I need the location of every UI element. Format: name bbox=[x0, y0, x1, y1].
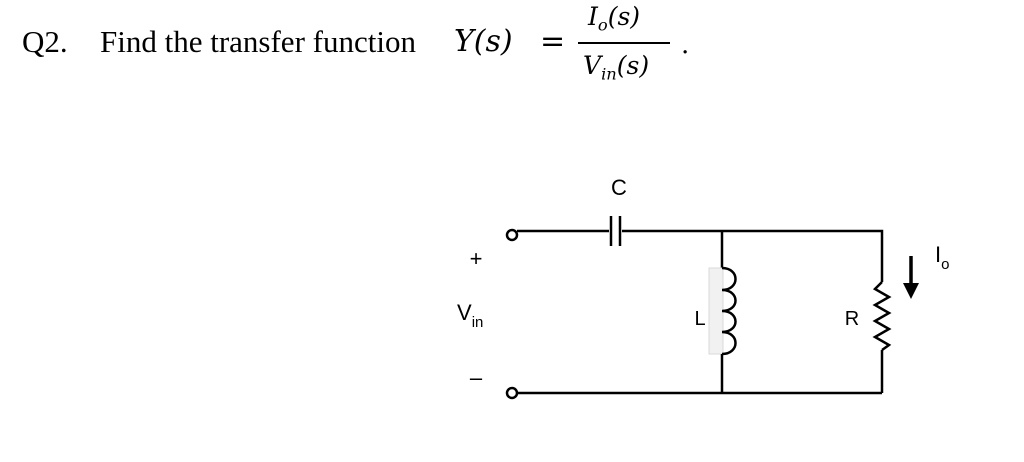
denominator-argument: (s) bbox=[616, 51, 650, 80]
fraction-bar bbox=[578, 42, 670, 44]
plus-sign: + bbox=[470, 246, 483, 271]
input-terminal-bottom bbox=[505, 386, 519, 400]
transfer-function-symbol: Y(s) bbox=[454, 24, 513, 59]
io-subscript: o bbox=[941, 256, 949, 273]
resistor-label: R bbox=[845, 308, 859, 330]
numerator-argument: (s) bbox=[607, 2, 641, 31]
fraction-numerator: Io(s) bbox=[588, 2, 640, 35]
numerator-symbol: I bbox=[588, 2, 598, 31]
sentence-period: . bbox=[681, 30, 690, 60]
io-label: Io bbox=[935, 242, 949, 273]
fraction-denominator: Vin(s) bbox=[583, 51, 649, 84]
resistor-zigzag bbox=[872, 281, 892, 352]
denominator-symbol: V bbox=[583, 51, 602, 80]
wire-top-rail bbox=[622, 229, 884, 282]
inductor-coil bbox=[721, 266, 737, 356]
inductor-core bbox=[708, 267, 724, 355]
denominator-subscript: in bbox=[601, 64, 617, 84]
numerator-subscript: o bbox=[597, 15, 608, 35]
vin-main: V bbox=[457, 300, 472, 325]
current-arrow-head bbox=[903, 283, 919, 299]
input-terminal-top bbox=[505, 228, 519, 242]
vin-subscript: in bbox=[472, 314, 484, 331]
io-main: I bbox=[935, 242, 941, 267]
capacitor-label: C bbox=[611, 175, 627, 200]
question-text: Find the transfer function bbox=[100, 24, 416, 59]
minus-sign: – bbox=[470, 365, 483, 390]
inductor-label: L bbox=[694, 308, 705, 330]
question-number: Q2. bbox=[22, 24, 68, 59]
vin-label: Vin bbox=[457, 300, 483, 331]
equals-sign: = bbox=[540, 24, 566, 59]
